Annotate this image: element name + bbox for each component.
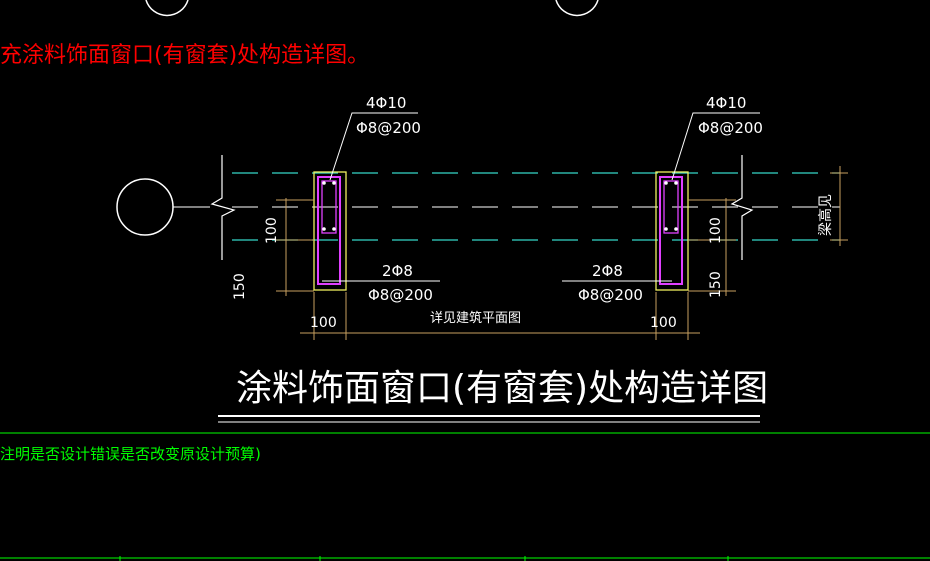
left-rebar-dot — [322, 227, 326, 231]
break-mark-right — [730, 155, 754, 260]
left-rebar-dot — [332, 227, 336, 231]
left-surround-outline — [313, 171, 347, 291]
left-bar-label-top: 4Φ10 — [366, 94, 406, 112]
right-top-leader — [671, 112, 760, 181]
right-stirrup-inner — [663, 180, 679, 234]
dim-100-right-bottom: 100 — [650, 315, 677, 331]
right-lower-label-bottom: Φ8@200 — [578, 286, 643, 304]
drawing-title: 涂料饰面窗口(有窗套)处构造详图 — [236, 368, 768, 409]
left-top-leader — [329, 112, 418, 181]
left-rebar-dot — [332, 181, 336, 185]
right-rebar-dot — [664, 181, 668, 185]
bottom-note: 注明是否设计错误是否改变原设计预算) — [0, 445, 261, 463]
dim-100-right-vertical: 100 — [708, 217, 724, 244]
left-lower-label-top: 2Φ8 — [382, 262, 413, 280]
axis-bubble — [116, 178, 174, 236]
right-rebar-dot — [674, 227, 678, 231]
right-stirrup — [659, 176, 683, 285]
left-stirrup — [317, 176, 341, 285]
left-rebar-dot — [322, 181, 326, 185]
top-circle-right — [555, 0, 599, 17]
heading-note: 充涂料饰面窗口(有窗套)处构造详图。 — [0, 43, 369, 68]
left-stirrup-inner — [321, 180, 337, 234]
dim-100-left-bottom: 100 — [310, 315, 337, 331]
right-bar-label-top: 4Φ10 — [706, 94, 746, 112]
dim-150-right: 150 — [708, 271, 724, 298]
dim-150-left: 150 — [232, 273, 248, 300]
right-surround-outline — [655, 171, 689, 291]
left-lower-label-bottom: Φ8@200 — [368, 286, 433, 304]
left-bar-label-bottom: Φ8@200 — [356, 119, 421, 137]
right-lower-label-top: 2Φ8 — [592, 262, 623, 280]
right-rebar-dot — [664, 227, 668, 231]
beam-height-label: 梁高见 — [817, 194, 834, 236]
center-note: 详见建筑平面图 — [430, 310, 521, 326]
break-mark-left — [210, 155, 236, 260]
right-rebar-dot — [674, 181, 678, 185]
top-circle-left — [145, 0, 189, 17]
dim-100-left-vertical: 100 — [264, 217, 280, 244]
right-bar-label-bottom: Φ8@200 — [698, 119, 763, 137]
